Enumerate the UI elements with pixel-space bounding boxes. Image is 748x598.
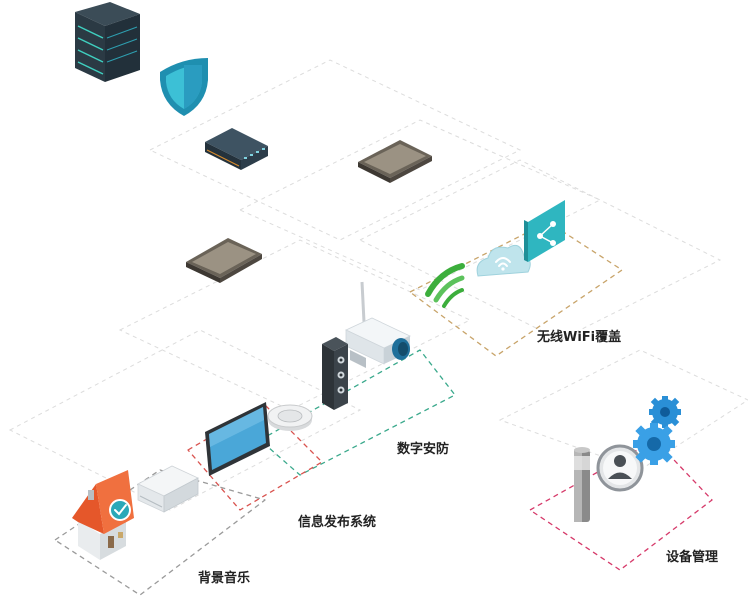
air-conditioner-icon	[137, 465, 199, 513]
signage-zone-outline	[187, 404, 323, 511]
smoke-detector-icon	[267, 404, 313, 431]
server-icon	[75, 2, 140, 82]
lamp-post-icon	[574, 447, 590, 522]
wifi-zone-label: 无线WiFi覆盖	[537, 330, 622, 345]
wifi-zone-outline	[409, 221, 623, 357]
security-zone-outline	[259, 349, 456, 476]
speaker-tower-icon	[322, 337, 348, 410]
share-tile-icon	[524, 200, 565, 262]
access-point-icon	[186, 238, 262, 283]
wifi-signal-icon	[425, 263, 465, 308]
device-mgmt-zone-label: 设备管理	[666, 550, 719, 565]
signage-zone-label: 信息发布系统	[298, 515, 377, 530]
music-zone-label: 背景音乐	[198, 571, 251, 586]
display-monitor-icon	[205, 402, 270, 476]
security-camera-icon	[345, 281, 411, 368]
network-switch-icon	[205, 128, 268, 170]
user-badge-icon	[596, 444, 644, 492]
shield-icon	[160, 58, 208, 116]
device-mgmt-zone-outline	[529, 439, 713, 571]
house-icon	[72, 470, 134, 560]
security-zone-label: 数字安防	[397, 442, 450, 457]
access-point-icon	[358, 140, 432, 183]
cloud-wifi-icon	[476, 244, 531, 277]
gear-icon	[633, 423, 675, 465]
